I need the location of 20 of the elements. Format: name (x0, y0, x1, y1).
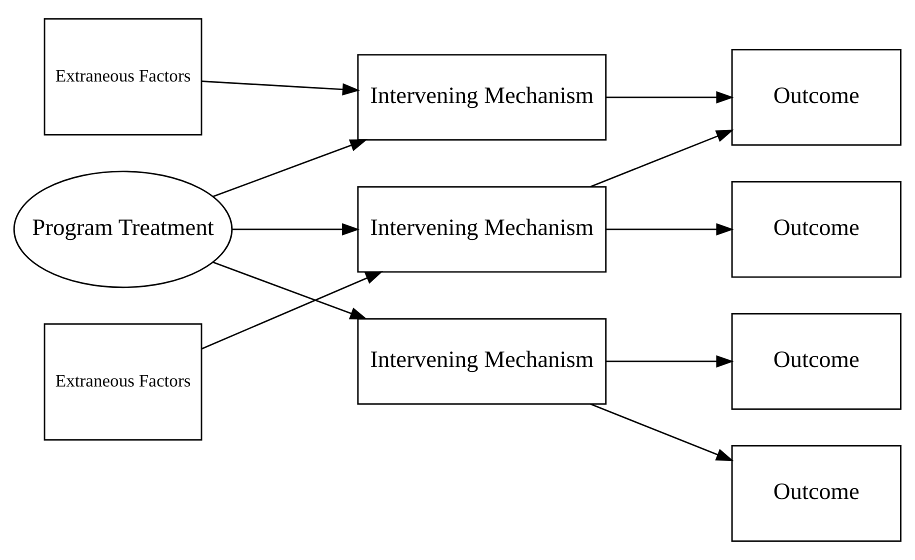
arrow (212, 139, 368, 198)
node-box: Outcome (731, 313, 902, 410)
arrow (606, 355, 734, 368)
node-box: Intervening Mechanism (357, 318, 607, 405)
arrow (590, 130, 734, 188)
arrow (590, 403, 734, 462)
arrow (201, 271, 384, 350)
node-box: Outcome (731, 48, 902, 146)
node-box: Outcome (731, 180, 902, 278)
node-box: Extraneous Factors (44, 323, 202, 441)
arrow (202, 80, 360, 96)
arrow (212, 262, 368, 320)
node-box: Extraneous Factors (44, 18, 202, 136)
node-ellipse: Program Treatment (13, 170, 233, 288)
arrow (606, 223, 734, 236)
node-box: Intervening Mechanism (357, 54, 607, 141)
arrow (232, 223, 360, 236)
arrow (606, 91, 734, 104)
node-box: Intervening Mechanism (357, 186, 607, 273)
node-box: Outcome (731, 445, 902, 542)
